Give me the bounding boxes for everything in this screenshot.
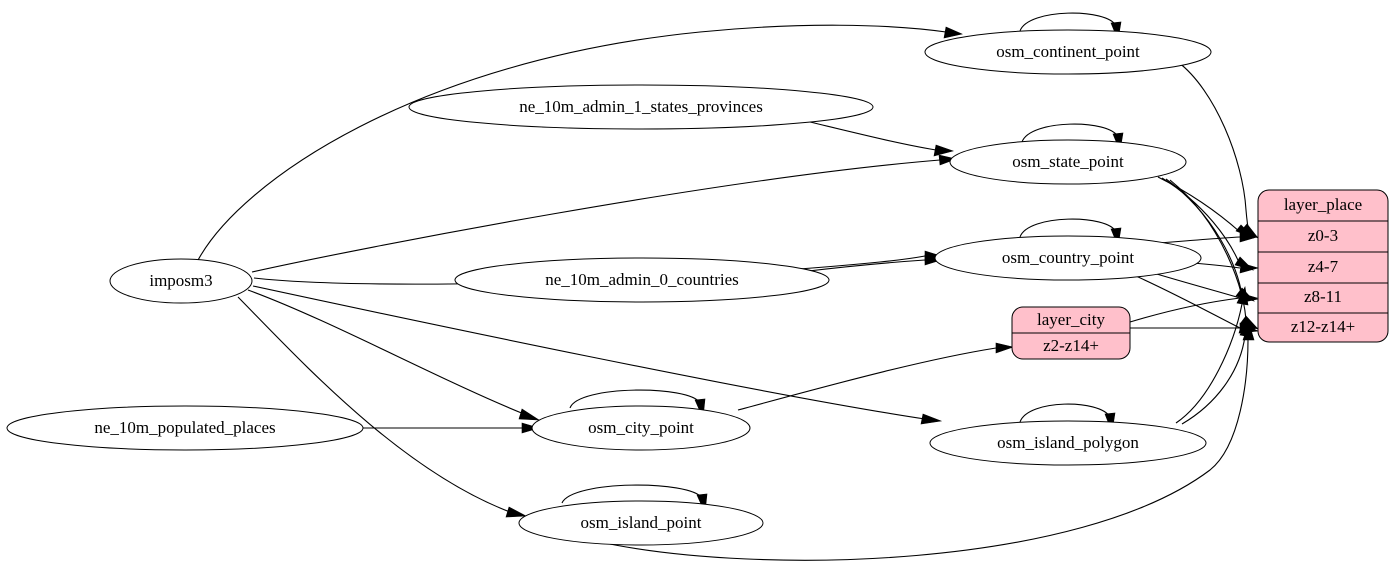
node-osm_state_point-label: osm_state_point [1012, 152, 1124, 171]
edge-layer [196, 12, 1260, 561]
node-osm_state_point-shape[interactable] [949, 139, 1187, 185]
arrowhead [518, 408, 541, 421]
node-osm_island_point[interactable]: osm_island_point [518, 500, 764, 546]
edge-osm_city_point-self-loop [569, 389, 701, 409]
edge-layer_city-to-layer_place-z8-11 [1129, 297, 1241, 323]
node-layer: imposm3 ne_10m_admin_1_states_provinces … [6, 29, 1389, 546]
node-ne_10m_admin_0_countries[interactable]: ne_10m_admin_0_countries [454, 257, 830, 303]
node-osm_country_point-label: osm_country_point [1002, 248, 1134, 267]
edge-osm_state_point-to-layer_place-z0-3 [1157, 176, 1241, 233]
edge-osm_state_point-to-layer_place-z4-7 [1161, 177, 1241, 266]
arrowhead [933, 144, 955, 157]
edge-osm_continent_point-to-layer_place-z0-3 [1177, 61, 1250, 234]
node-osm_country_point-shape[interactable] [934, 235, 1202, 281]
edge-osm_island_polygon-to-layer_place-z8-11 [1175, 303, 1243, 424]
node-osm_island_polygon[interactable]: osm_island_polygon [929, 420, 1207, 466]
edge-osm_island_point-self-loop [561, 484, 703, 504]
edge-imposm3-to-osm_island_polygon [252, 285, 926, 420]
edge-osm_continent_point-self-loop [1019, 12, 1117, 32]
edge-osm_country_point-to-layer_place-z12-z14 [1135, 275, 1241, 329]
edge-ne_states-to-osm_state_point [809, 121, 937, 151]
edge-osm_island_polygon-to-layer_place-z12-z14 [1181, 335, 1246, 425]
node-ne_populated-shape[interactable] [6, 405, 364, 451]
node-ne_10m_populated_places[interactable]: ne_10m_populated_places [6, 405, 364, 451]
node-osm_island_polygon-shape[interactable] [929, 420, 1207, 466]
node-layer_city[interactable]: layer_city z2-z14+ [1011, 306, 1131, 360]
edge-osm_country_point-self-loop [1019, 218, 1117, 238]
arrowhead [924, 254, 943, 266]
node-osm_continent_point-label: osm_continent_point [996, 42, 1140, 61]
node-osm_city_point-label: osm_city_point [588, 418, 694, 437]
edge-osm_country_point-to-layer_place-z8-11 [1149, 271, 1241, 299]
node-osm_city_point[interactable]: osm_city_point [531, 405, 751, 451]
edge-osm_country_point-to-layer_place-z0-3 [1159, 236, 1241, 244]
node-ne_states-label: ne_10m_admin_1_states_provinces [519, 97, 763, 116]
layer_place-row-z12-z14-label: z12-z14+ [1291, 317, 1355, 336]
node-osm_continent_point-shape[interactable] [924, 29, 1212, 75]
arrowhead [1236, 286, 1249, 306]
layer_place-header-label: layer_place [1284, 195, 1362, 214]
node-ne_10m_admin_1_states_provinces[interactable]: ne_10m_admin_1_states_provinces [408, 84, 874, 130]
node-osm_continent_point[interactable]: osm_continent_point [924, 29, 1212, 75]
layer_city-row-z2-z14-label: z2-z14+ [1043, 336, 1099, 355]
layer_place-box[interactable] [1257, 189, 1389, 343]
layer_place-row-z4-7-label: z4-7 [1308, 257, 1339, 276]
node-ne_countries-label: ne_10m_admin_0_countries [545, 270, 739, 289]
arrowhead [1242, 322, 1255, 341]
node-osm_island_point-shape[interactable] [518, 500, 764, 546]
node-osm_island_point-label: osm_island_point [581, 513, 702, 532]
arrowhead [521, 422, 541, 434]
edge-osm_state_point-self-loop [1021, 123, 1119, 143]
layer_place-row-z8-11-label: z8-11 [1304, 287, 1342, 306]
node-osm_island_polygon-label: osm_island_polygon [997, 433, 1139, 452]
arrowhead [920, 413, 943, 425]
edge-osm_city_point-to-layer_city [737, 347, 997, 411]
arrowhead [1239, 231, 1259, 243]
node-ne_populated-label: ne_10m_populated_places [94, 418, 275, 437]
edge-ne_countries-to-osm_country_point [799, 259, 926, 273]
layer_city-header-label: layer_city [1037, 310, 1105, 329]
arrowhead [995, 342, 1015, 354]
arrowhead [505, 506, 528, 518]
edge-osm_state_point-to-layer_place-z12-z14 [1169, 179, 1247, 325]
edge-imposm3-to-osm_continent_point [196, 24, 947, 263]
node-ne_countries-shape[interactable] [454, 257, 830, 303]
layer_place-row-z0-3-label: z0-3 [1308, 226, 1338, 245]
node-osm_country_point[interactable]: osm_country_point [934, 235, 1202, 281]
edge-imposm3-to-osm_island_point [237, 296, 511, 513]
edge-osm_island_polygon-self-loop [1019, 403, 1111, 423]
node-imposm3-label: imposm3 [149, 271, 212, 290]
arrowhead [938, 154, 958, 166]
node-osm_state_point[interactable]: osm_state_point [949, 139, 1187, 185]
edge-imposm3-to-osm_city_point [247, 289, 525, 415]
node-imposm3-shape[interactable] [109, 258, 253, 304]
edge-imposm3-to-osm_state_point [251, 159, 941, 273]
node-layer_place[interactable]: layer_place z0-3 z4-7 z8-11 z12-z14+ [1257, 189, 1389, 343]
node-imposm3[interactable]: imposm3 [109, 258, 253, 304]
arrowhead [943, 26, 963, 39]
edge-osm_state_point-to-layer_place-z8-11 [1165, 178, 1243, 297]
node-ne_states-shape[interactable] [408, 84, 874, 130]
edge-osm_island_point-to-layer_place-z12-z14 [599, 339, 1249, 561]
node-osm_city_point-shape[interactable] [531, 405, 751, 451]
arrowhead [1239, 262, 1260, 274]
